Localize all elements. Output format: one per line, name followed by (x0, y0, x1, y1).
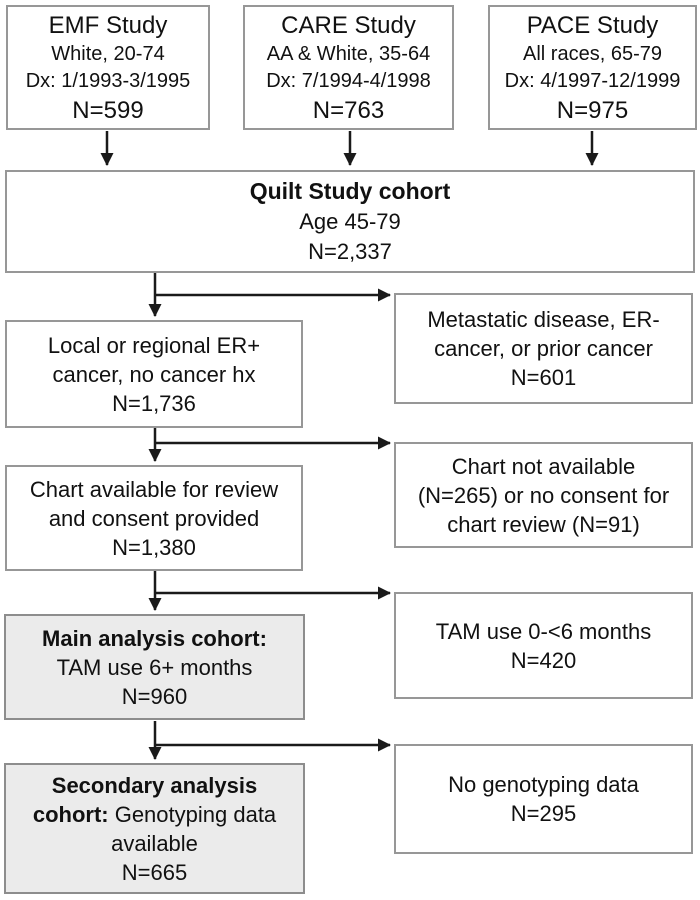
study-name: EMF Study (48, 11, 168, 39)
study-box-care: CARE Study AA & White, 35-64 Dx: 7/1994-… (243, 5, 454, 130)
step-line: Local or regional ER+ (47, 332, 261, 358)
study-n: N=975 (556, 96, 629, 124)
step-n: N=1,380 (112, 534, 196, 560)
step-line: and consent provided (48, 505, 260, 531)
study-dx-period: Dx: 7/1994-4/1998 (266, 69, 431, 92)
step-line-part: Genotyping data (108, 801, 277, 827)
step-line: cancer, no cancer hx (52, 361, 256, 387)
exclusion-box-short-tam-use: TAM use 0-<6 months N=420 (394, 592, 693, 699)
step-n: N=1,736 (112, 390, 196, 416)
step-line: cohort: Genotyping data (33, 800, 276, 829)
inclusion-box-er-positive: Local or regional ER+ cancer, no cancer … (5, 320, 303, 428)
step-line: TAM use 6+ months (56, 654, 253, 680)
exclusion-n: N=601 (510, 365, 577, 390)
cohort-title: Quilt Study cohort (249, 178, 451, 204)
cohort-age: Age 45-79 (299, 209, 401, 234)
exclusion-box-metastatic: Metastatic disease, ER- cancer, or prior… (394, 293, 693, 404)
study-name: CARE Study (281, 11, 416, 39)
study-population: All races, 65-79 (523, 42, 662, 65)
exclusion-line: cancer, or prior cancer (434, 336, 653, 361)
study-dx-period: Dx: 1/1993-3/1995 (25, 69, 191, 92)
study-box-emf: EMF Study White, 20-74 Dx: 1/1993-3/1995… (6, 5, 210, 130)
cohort-n: N=2,337 (308, 239, 392, 264)
step-title-part: cohort: (32, 801, 109, 827)
step-title: Main analysis cohort: (42, 625, 267, 651)
step-line: Chart available for review (29, 476, 279, 502)
step-line: available (111, 830, 198, 856)
exclusion-line: (N=265) or no consent for (417, 482, 670, 508)
exclusion-line: TAM use 0-<6 months (435, 618, 652, 644)
step-n: N=960 (121, 683, 188, 709)
exclusion-box-no-chart: Chart not available (N=265) or no consen… (394, 442, 693, 548)
study-population: AA & White, 35-64 (266, 42, 431, 65)
exclusion-box-no-genotyping: No genotyping data N=295 (394, 744, 693, 854)
study-dx-period: Dx: 4/1997-12/1999 (504, 69, 681, 92)
study-n: N=599 (72, 96, 144, 124)
exclusion-n: N=420 (510, 647, 577, 673)
main-analysis-cohort-box: Main analysis cohort: TAM use 6+ months … (4, 614, 305, 720)
exclusion-line: Metastatic disease, ER- (427, 307, 660, 332)
exclusion-line: No genotyping data (448, 772, 639, 797)
step-n: N=665 (121, 859, 188, 885)
study-population: White, 20-74 (51, 42, 165, 65)
study-box-pace: PACE Study All races, 65-79 Dx: 4/1997-1… (488, 5, 697, 130)
exclusion-line: Chart not available (451, 453, 636, 479)
pooled-cohort-box: Quilt Study cohort Age 45-79 N=2,337 (5, 170, 695, 273)
exclusion-n: N=295 (510, 801, 577, 826)
study-name: PACE Study (526, 11, 659, 39)
secondary-analysis-cohort-box: Secondary analysis cohort: Genotyping da… (4, 763, 305, 894)
step-title: Secondary analysis (51, 772, 258, 798)
study-n: N=763 (312, 96, 385, 124)
exclusion-line: chart review (N=91) (447, 511, 640, 537)
inclusion-box-chart-available: Chart available for review and consent p… (5, 465, 303, 571)
